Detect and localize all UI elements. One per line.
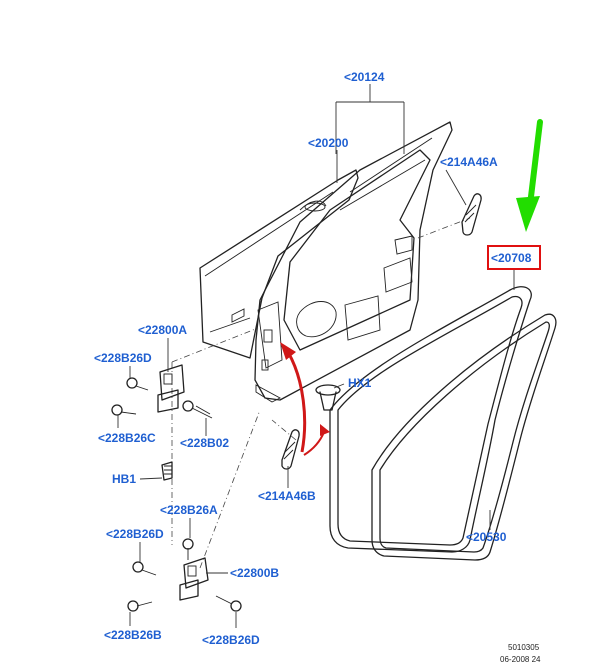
callout-20200: <20200 (308, 136, 349, 150)
weatherstrip-20708 (329, 286, 532, 553)
plug-icon (281, 193, 482, 470)
callout-228B26D-mid: <228B26D (106, 527, 164, 541)
callout-214A46A: <214A46A (440, 155, 498, 169)
red-curved-arrow-icon (280, 342, 330, 456)
callout-20708: <20708 (491, 251, 532, 265)
callout-228B26D-top: <228B26D (94, 351, 152, 365)
highlight-box-20708 (487, 245, 541, 270)
assembly-lines (171, 217, 471, 569)
leader-lines (117, 84, 515, 628)
callout-HX1: HX1 (348, 376, 372, 390)
callout-228B02: <228B02 (180, 436, 229, 450)
drawing-date: 06-2008 24 (500, 655, 541, 664)
lower-hinge (127, 538, 242, 612)
callout-214A46B: <214A46B (258, 489, 316, 503)
callout-22800B: <22800B (230, 566, 279, 580)
callout-228B26C: <228B26C (98, 431, 156, 445)
seal-20530 (371, 313, 557, 561)
callout-20530: <20530 (466, 530, 507, 544)
callout-228B26A: <228B26A (160, 503, 218, 517)
callout-228B26D-bot: <228B26D (202, 633, 260, 647)
callout-HB1: HB1 (112, 472, 136, 486)
drawing-code: 5010305 (508, 643, 540, 652)
bolt-icon (111, 377, 213, 481)
callout-228B26B: <228B26B (104, 628, 162, 642)
upper-hinge (157, 364, 185, 413)
door-shell (199, 121, 453, 403)
callout-20124: <20124 (344, 70, 385, 84)
callout-22800A: <22800A (138, 323, 187, 337)
green-pointer-arrow-icon (516, 119, 543, 232)
